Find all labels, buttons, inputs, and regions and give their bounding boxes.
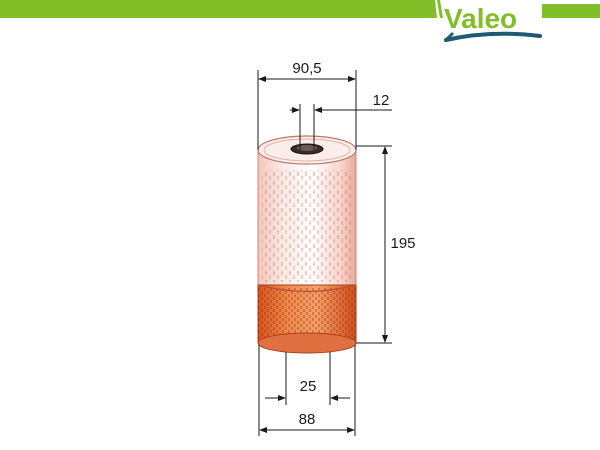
dimension-lines	[257, 70, 392, 436]
filter-upper-pleats	[262, 170, 352, 282]
filter-element	[257, 135, 357, 354]
arrow-top-width-right-icon	[348, 76, 356, 82]
logo-swoosh-icon	[444, 31, 542, 42]
header-stripe	[0, 0, 443, 18]
header-green-bar	[0, 0, 437, 18]
arrow-height-top-icon	[382, 146, 388, 154]
dim-height-label: 195	[390, 235, 415, 252]
header-green-bar-right	[542, 4, 600, 18]
valeo-logo: Valeo	[444, 3, 600, 42]
filter-top-cap-rim	[263, 138, 351, 162]
filter-top-bore-inner	[297, 145, 317, 151]
dim-bore-label: 12	[373, 92, 390, 109]
filter-bottom-cap	[257, 332, 357, 354]
arrow-height-bottom-icon	[382, 335, 388, 343]
header-green-accent	[437, 0, 443, 18]
arrow-bottom-width-left-icon	[259, 427, 267, 433]
filter-band-edge	[257, 284, 357, 293]
arrow-bottom-width-right-icon	[347, 427, 355, 433]
dim-bottom-width-label: 88	[299, 411, 316, 428]
brand-name: Valeo	[444, 3, 517, 34]
arrow-top-width-left-icon	[258, 76, 266, 82]
logo-swoosh-tip-icon	[444, 32, 454, 42]
dimension-arrowheads	[258, 76, 388, 433]
dim-top-width-label: 90,5	[292, 60, 321, 77]
arrow-bore-left-icon	[292, 107, 300, 113]
arrow-bore-right-icon	[314, 107, 322, 113]
dim-bottom-bore-label: 25	[300, 378, 317, 395]
arrow-bottom-bore-right-icon	[330, 395, 338, 401]
arrow-bottom-bore-left-icon	[278, 395, 286, 401]
